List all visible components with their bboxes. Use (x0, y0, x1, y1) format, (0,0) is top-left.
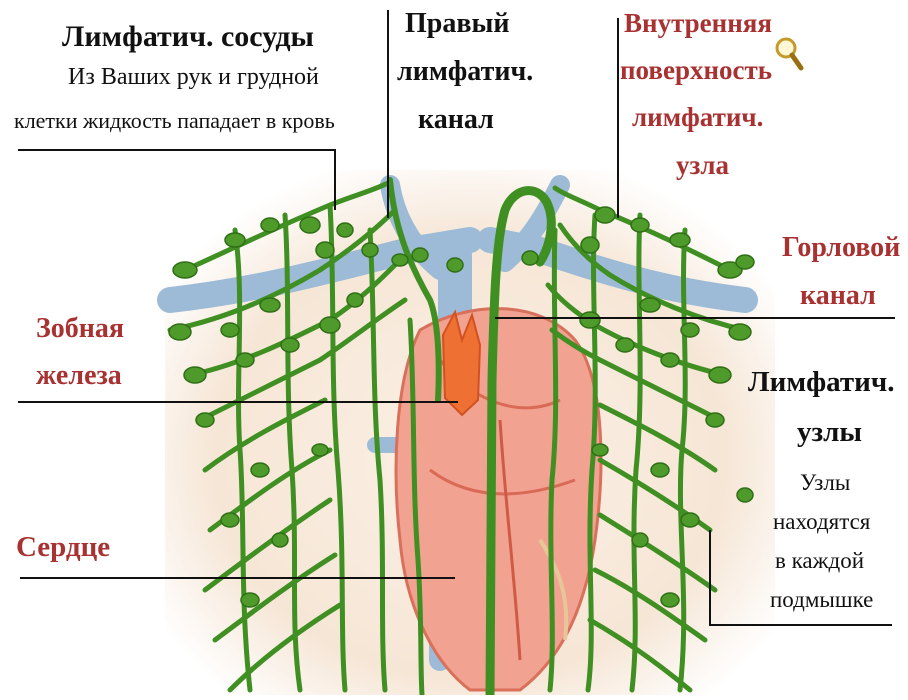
label-nodes-desc-4: подмышке (770, 587, 873, 613)
label-throat-duct-1: Горловой (782, 232, 900, 264)
label-thymus-2: железа (36, 360, 122, 392)
label-right-duct-3: канал (418, 104, 494, 136)
label-right-duct-2: лимфатич. (397, 56, 533, 88)
label-nodes-desc-2: находятся (773, 509, 870, 535)
label-heart: Сердце (16, 531, 110, 564)
label-inner-surface-2: поверхность (620, 55, 772, 86)
label-lymph-nodes-2: узлы (797, 416, 862, 449)
label-thymus-1: Зобная (36, 313, 124, 345)
label-inner-surface-3: лимфатич. (632, 102, 763, 133)
label-inner-surface-4: узла (676, 150, 729, 181)
label-lymph-nodes-1: Лимфатич. (748, 366, 894, 399)
label-lymph-vessels-desc-1: Из Ваших рук и грудной (68, 64, 319, 92)
magnifier-icon[interactable] (774, 36, 804, 72)
label-throat-duct-2: канал (800, 280, 876, 312)
label-inner-surface-1: Внутренняя (624, 8, 772, 39)
label-lymph-vessels-desc-2: клетки жидкость пападает в кровь (14, 108, 335, 133)
label-nodes-desc-3: в каждой (775, 548, 864, 574)
label-nodes-desc-1: Узлы (800, 470, 850, 496)
label-right-duct-1: Правый (405, 8, 509, 40)
label-lymph-vessels-title: Лимфатич. сосуды (62, 20, 314, 55)
